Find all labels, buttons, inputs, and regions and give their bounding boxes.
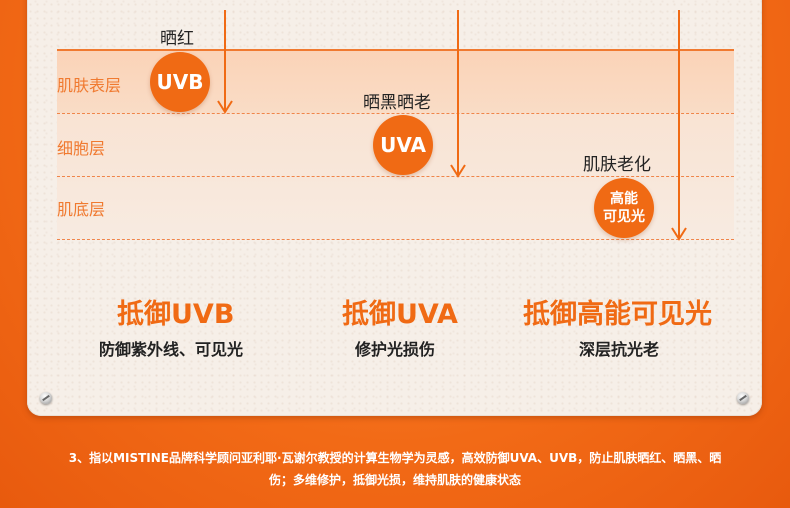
layer-label-surface: 肌肤表层 [57, 76, 122, 95]
skin-top-line [57, 49, 734, 51]
layer-divider-1 [57, 113, 734, 114]
protect-title-hev: 抵御高能可见光 [523, 299, 712, 330]
hev-label-line1: 高能 [610, 191, 638, 207]
effect-label-uvb: 晒红 [160, 29, 194, 49]
footnote-line2: 伤；多维修护，抵御光损，维持肌肤的健康状态 [268, 473, 521, 487]
screw-icon-right [737, 392, 749, 404]
layer-divider-2 [57, 176, 734, 177]
effect-label-uva: 晒黑晒老 [363, 93, 431, 113]
layer-divider-3 [57, 239, 734, 240]
hev-circle: 高能 可见光 [594, 178, 654, 238]
effect-label-hev: 肌肤老化 [583, 155, 651, 175]
protect-title-uvb: 抵御UVB [117, 299, 235, 330]
protect-subtitle-hev: 深层抗光老 [579, 340, 660, 359]
layer-label-base: 肌底层 [57, 200, 106, 219]
layer-label-cell: 细胞层 [57, 139, 106, 158]
uvb-circle: UVB [150, 52, 210, 112]
uva-label: UVA [380, 133, 426, 157]
footnote-line1: 3、指以MISTINE品牌科学顾问亚利耶·瓦谢尔教授的计算生物学为灵感，高效防御… [68, 451, 722, 465]
protect-title-uva: 抵御UVA [342, 299, 458, 330]
uva-circle: UVA [373, 115, 433, 175]
protect-subtitle-uvb: 防御紫外线、可见光 [99, 340, 244, 359]
hev-label-line2: 可见光 [603, 209, 645, 225]
uvb-label: UVB [156, 70, 204, 94]
screw-icon-left [40, 392, 52, 404]
protect-subtitle-uva: 修护光损伤 [355, 340, 436, 359]
